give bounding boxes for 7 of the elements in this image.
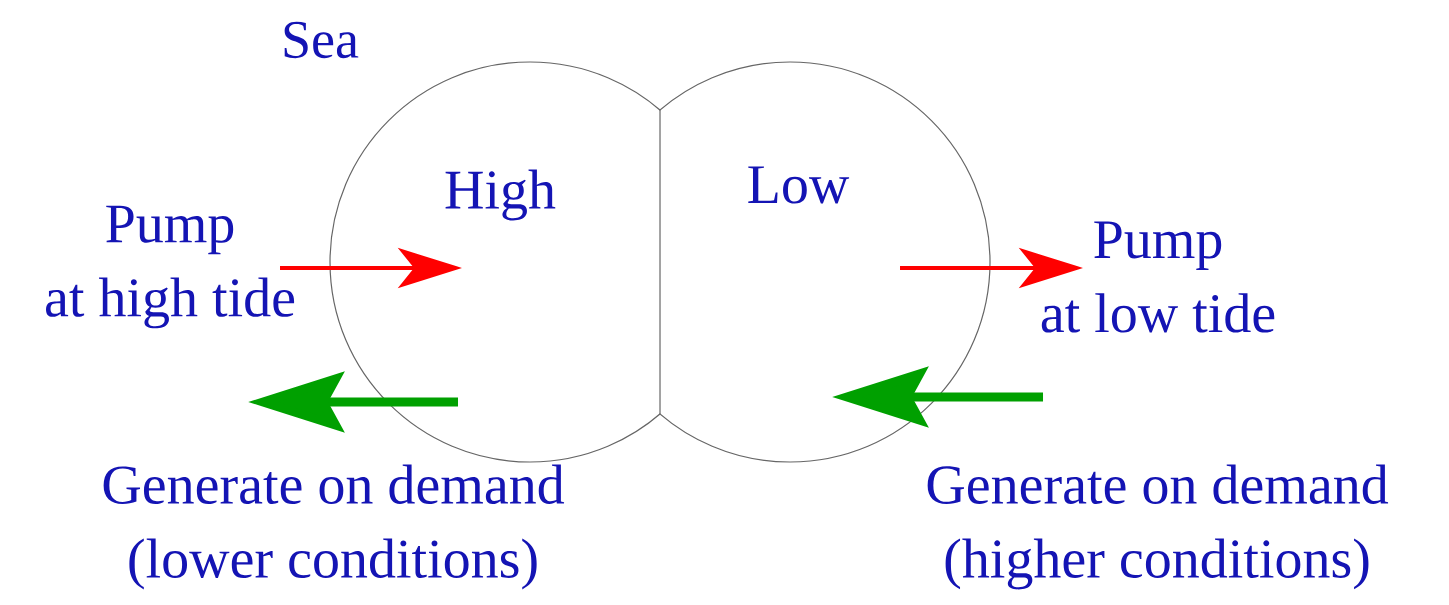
edge-label: Generate on demand (higher conditions): [927, 464, 1389, 590]
edge-label: Generate on demand (lower conditions): [103, 464, 565, 590]
edge-label: Pump at high tide: [46, 205, 295, 329]
area-label: Sea: [284, 21, 359, 59]
lagoon-label: Low: [748, 166, 850, 204]
edge-label: Pump at low tide: [1041, 221, 1275, 333]
lagoon-label: High: [445, 169, 556, 221]
